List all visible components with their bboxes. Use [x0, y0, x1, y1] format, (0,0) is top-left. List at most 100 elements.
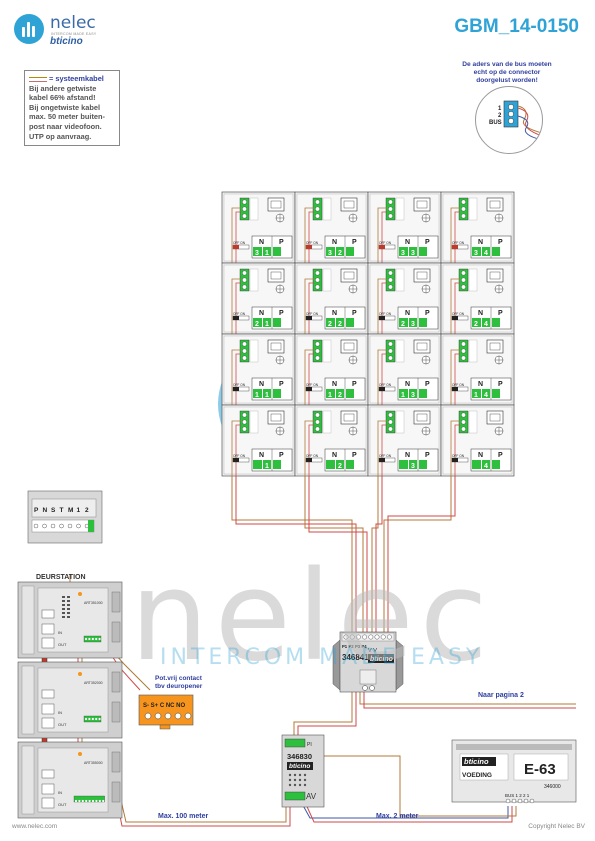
p-value: 2	[338, 250, 342, 257]
n-label: N	[478, 310, 483, 317]
cable-legend-icon	[29, 76, 47, 82]
p-value: 3	[411, 250, 415, 257]
adapter-pi: PI	[307, 742, 312, 748]
switch-label: OFF ON	[306, 383, 319, 387]
naar-pagina-label: Naar pagina 2	[478, 692, 524, 699]
n-label: N	[332, 381, 337, 388]
relay-terminals: S- S+ C NC NO	[143, 703, 186, 709]
n-label: N	[478, 381, 483, 388]
n-value: 1	[401, 392, 405, 399]
psu-label: VOEDING	[462, 772, 492, 779]
n-label: N	[478, 452, 483, 459]
adapter-346830: PI 346830 bticino AV	[281, 734, 325, 808]
switch-label: OFF ON	[379, 383, 392, 387]
n-label: N	[405, 239, 410, 246]
p-value: 1	[265, 463, 269, 470]
switch-label: OFF ON	[306, 312, 319, 316]
p-label: P	[498, 452, 503, 459]
p-label: P	[425, 239, 430, 246]
bus-connector-detail: 1 2 BUS	[475, 86, 543, 154]
adapter-av: AV	[306, 792, 317, 801]
cable-note-line: max. 50 meter buiten-	[29, 112, 105, 122]
n-label: N	[405, 310, 410, 317]
p-label: P	[498, 381, 503, 388]
switch-label: OFF ON	[452, 241, 465, 245]
power-supply-e63: bticino VOEDING E-63 346000 BUS 1 2 2 1	[451, 739, 577, 804]
outdoor-terminal-label: 1	[77, 507, 81, 514]
bus-terminal-1: 1	[498, 106, 502, 112]
n-value: 1	[255, 392, 259, 399]
cable-note-line: UTP op aanvraag.	[29, 131, 92, 141]
relay-contact: Pot.vrij contact tbv deuropener S- S+ C …	[138, 675, 203, 730]
p-label: P	[425, 452, 430, 459]
n-label: N	[405, 452, 410, 459]
module-code: ART352000	[84, 681, 103, 685]
switch-label: OFF ON	[233, 454, 246, 458]
p-value: 3	[411, 392, 415, 399]
p-value: 2	[338, 321, 342, 328]
p-label: P	[279, 381, 284, 388]
adapter-code: 346830	[287, 752, 312, 761]
switch-label: OFF ON	[379, 241, 392, 245]
p-label: P	[279, 239, 284, 246]
distributor-vv: V V	[368, 648, 377, 654]
switch-label: OFF ON	[452, 454, 465, 458]
outdoor-station: ART351000INOUTART352000INOUTART355000INO…	[17, 581, 123, 819]
bus-note-line: doorgelust worden!	[476, 77, 538, 84]
p-value: 4	[484, 321, 488, 328]
outdoor-terminal-label: S	[51, 507, 56, 514]
nelec-logo: nelec INTERCOM MADE EASY bticino	[14, 12, 134, 48]
bus-terminal-2: 2	[498, 113, 502, 119]
switch-label: OFF ON	[233, 312, 246, 316]
outdoor-terminal-label: T	[60, 507, 64, 514]
bus-note-line: De aders van de bus moeten	[462, 61, 552, 68]
p-value: 4	[484, 392, 488, 399]
bus-terminal-label: BUS	[489, 120, 502, 126]
outdoor-terminal-label: M	[68, 507, 73, 514]
n-label: N	[332, 239, 337, 246]
relay-title-line: Pot.vrij contact	[155, 675, 203, 682]
n-label: N	[478, 239, 483, 246]
module-out: OUT	[58, 722, 67, 727]
n-value: 2	[401, 321, 405, 328]
p-value: 1	[265, 392, 269, 399]
module-code: ART355000	[84, 761, 103, 765]
switch-label: OFF ON	[452, 383, 465, 387]
cable-note-line: post naar videofoon.	[29, 121, 102, 131]
distributor-port: P1	[342, 644, 348, 649]
n-value: 2	[255, 321, 259, 328]
watermark-tagline: INTERCOM MADE EASY	[160, 645, 484, 670]
p-value: 1	[265, 321, 269, 328]
cable-note: = systeemkabel Bij andere getwiste kabel…	[24, 70, 120, 146]
switch-label: OFF ON	[306, 241, 319, 245]
distributor-code: 346841	[342, 653, 369, 662]
distributor-port: P2	[349, 644, 355, 649]
n-value: 3	[474, 250, 478, 257]
switch-label: OFF ON	[233, 241, 246, 245]
n-value: 3	[255, 250, 259, 257]
footer-url: www.nelec.com	[12, 823, 58, 830]
bus-connector-drawing: 1 2 BUS	[489, 100, 542, 141]
switch-label: OFF ON	[379, 312, 392, 316]
max-2-label: Max. 2 meter	[376, 813, 419, 820]
p-value: 1	[265, 250, 269, 257]
n-value: 3	[401, 250, 405, 257]
n-label: N	[332, 310, 337, 317]
p-value: 2	[338, 463, 342, 470]
n-label: N	[405, 381, 410, 388]
document-code: GBM_14-0150	[454, 16, 579, 37]
max-100-label: Max. 100 meter	[158, 813, 208, 820]
outdoor-station-title: DEURSTATION	[36, 574, 86, 581]
